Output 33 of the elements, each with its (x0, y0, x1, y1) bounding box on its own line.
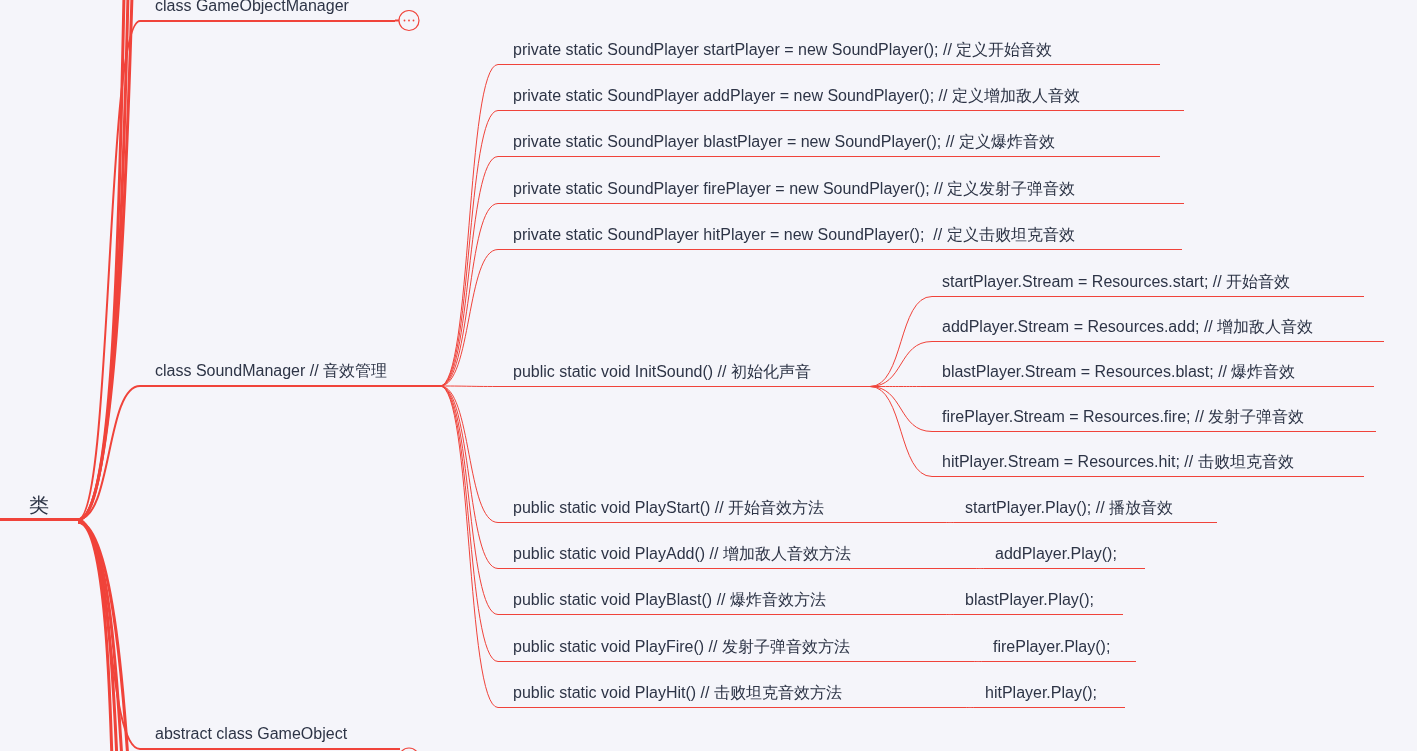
topic-label: 类 (29, 494, 49, 515)
connector-line (972, 661, 984, 662)
topic-label: hitPlayer.Play(); (984, 682, 1098, 703)
topic-label: public static void PlayHit() // 击败坦克音效方法 (512, 682, 842, 703)
connector-line (869, 296, 933, 387)
topic-node (140, 0, 395, 22)
topic-label: public static void PlayBlast() // 爆炸音效方法 (512, 589, 826, 610)
topic-label: private static SoundPlayer blastPlayer = new SoundPlayer(); // 定义爆炸音效 (512, 131, 1055, 152)
connector-line (944, 614, 956, 615)
topic-label: private static SoundPlayer startPlayer = new SoundPlayer(); // 定义开始音效 (512, 39, 1053, 60)
connector-line (964, 707, 976, 708)
topic-label: class SoundManager // 音效管理 (154, 361, 388, 381)
topic-label: abstract class GameObject (154, 724, 348, 744)
topic-label: private static SoundPlayer firePlayer = new SoundPlayer(); // 定义发射子弹音效 (512, 178, 1076, 199)
topic-label: hitPlayer.Stream = Resources.hit; // 击败坦克音效 (941, 451, 1294, 472)
topic-label: public static void PlayFire() // 发射子弹音效方法 (512, 636, 850, 657)
connector-line (974, 568, 986, 569)
topic-label: blastPlayer.Stream = Resources.blast; // 爆炸音效 (941, 361, 1296, 382)
topic-label: public static void InitSound() // 初始化声音 (512, 361, 811, 382)
topic-label: class GameObjectManager (154, 0, 349, 16)
topic-label: private static SoundPlayer hitPlayer = new SoundPlayer(); // 定义击败坦克音效 (512, 224, 1075, 245)
topic-label: public static void PlayStart() // 开始音效方法 (512, 497, 825, 518)
topic-label: addPlayer.Stream = Resources.add; // 增加敌人音效 (941, 316, 1314, 337)
topic-label: private static SoundPlayer addPlayer = new SoundPlayer(); // 定义增加敌人音效 (512, 85, 1080, 106)
topic-label: blastPlayer.Play(); (964, 589, 1094, 610)
topic-label: startPlayer.Stream = Resources.start; // 开始音效 (941, 271, 1291, 292)
connector-line (869, 386, 933, 477)
topic-label: firePlayer.Stream = Resources.fire; // 发射子弹音效 (941, 406, 1305, 427)
topic-label: firePlayer.Play(); (992, 636, 1111, 657)
topic-label: addPlayer.Play(); (994, 543, 1117, 564)
connector-line (944, 522, 956, 523)
topic-label: startPlayer.Play(); // 播放音效 (964, 497, 1174, 518)
topic-label: public static void PlayAdd() // 增加敌人音效方法 (512, 543, 851, 564)
